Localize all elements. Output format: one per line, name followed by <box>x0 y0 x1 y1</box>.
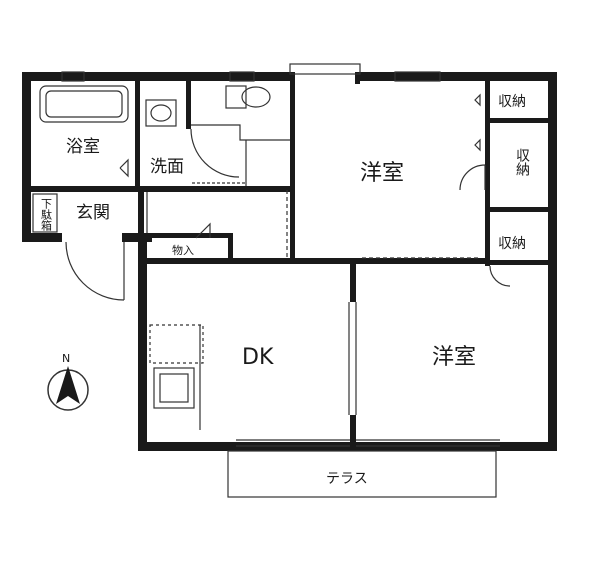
room-labels: 浴室 洗面 玄関 下駄箱 物入 DK 洋室 洋室 収納 収納 収納 テラス <box>40 94 531 487</box>
compass-north-label: N <box>62 352 70 365</box>
interior-walls <box>31 81 548 451</box>
compass: N <box>47 352 89 411</box>
room-western-1-label: 洋室 <box>360 161 404 186</box>
room-closet-2-label: 収納 <box>514 148 530 177</box>
room-terrace-label: テラス <box>326 471 368 487</box>
room-entrance-label: 玄関 <box>76 203 110 223</box>
room-shoe-box-label: 下駄箱 <box>40 198 53 232</box>
room-storage-label: 物入 <box>172 243 194 257</box>
kitchen-sink <box>153 367 195 409</box>
room-closet-1-label: 収納 <box>498 94 526 110</box>
fixtures <box>32 85 511 498</box>
compass-arrow-icon <box>56 366 80 404</box>
toilet <box>225 85 247 109</box>
top-window <box>61 63 441 82</box>
room-washroom-label: 洗面 <box>150 157 184 177</box>
room-western-2-label: 洋室 <box>432 345 476 370</box>
wash-basin <box>145 99 177 127</box>
room-dk-label: DK <box>242 345 274 370</box>
room-bath-label: 浴室 <box>66 137 100 157</box>
room-closet-3-label: 収納 <box>498 236 526 252</box>
terrace-outline <box>227 450 497 498</box>
bathtub <box>39 85 129 123</box>
